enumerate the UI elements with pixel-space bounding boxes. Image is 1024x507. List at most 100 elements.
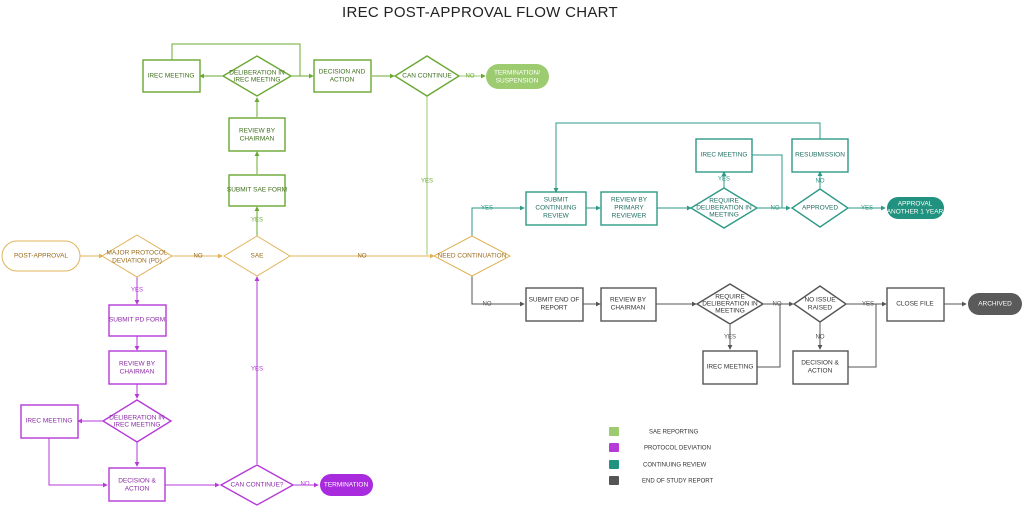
node-irec-meeting-eos[interactable]: IREC MEETING: [702, 350, 758, 385]
node-submit-sae-label: SUBMIT SAE FORM: [227, 187, 287, 194]
node-termination-pd-label: TERMINATION: [324, 482, 369, 489]
node-resubmission[interactable]: RESUBMISSION: [791, 138, 849, 173]
node-irec-meeting-eos-label: IREC MEETING: [707, 364, 754, 371]
node-submit-eos[interactable]: SUBMIT END OF REPORT: [525, 287, 584, 322]
node-decision-sae-line2: ACTION: [330, 77, 355, 84]
node-deliberation-sae-line1: DELIBERATION IN: [229, 70, 285, 77]
node-require-delib-eos-line3: MEETING: [715, 308, 745, 315]
node-major-pd[interactable]: MAJOR PROTOCOL DEVIATION (PD): [101, 234, 173, 278]
label-no-pd-sae: NO: [194, 254, 203, 260]
edge-decisioneos-back: [848, 304, 877, 368]
legend-swatch-sae: [609, 427, 619, 436]
node-termination-suspension-line2: SUSPENSION: [496, 78, 539, 85]
node-approval-year[interactable]: APPROVAL ANOTHER 1 YEAR: [887, 197, 944, 219]
label-yes-sae: YES: [251, 218, 263, 224]
node-decision-eos[interactable]: DECISION & ACTION: [792, 350, 849, 385]
edge-need-to-submiteos: [471, 276, 525, 307]
node-require-delib-cr-line3: MEETING: [709, 212, 739, 219]
connectors: [48, 43, 967, 488]
node-require-delib-cr-line1: REQUIRE: [709, 198, 739, 205]
node-deliberation-sae[interactable]: DELIBERATION IN IREC MEETING: [221, 55, 293, 97]
label-no-cancontinue: NO: [466, 74, 475, 80]
node-deliberation-pd[interactable]: DELIBERATION IN IREC MEETING: [101, 399, 173, 443]
node-irec-meeting-pd[interactable]: IREC MEETING: [20, 404, 79, 439]
node-review-chairman-pd[interactable]: REVIEW BY CHAIRMAN: [108, 350, 167, 385]
node-approval-year-line1: APPROVAL: [898, 201, 933, 208]
node-need-continuation[interactable]: NEED CONTINUATION: [432, 235, 512, 277]
node-decision-pd-line2: ACTION: [125, 486, 150, 493]
node-submit-cr[interactable]: SUBMIT CONTINUING REVIEW: [525, 191, 587, 226]
legend-item-pd: PROTOCOL DEVIATION: [609, 443, 711, 452]
node-review-chairman-pd-line1: REVIEW BY: [119, 361, 156, 368]
label-no-approved: NO: [816, 179, 825, 185]
node-post-approval-label: POST-APPROVAL: [14, 253, 68, 260]
label-yes-cancontinuepd: YES: [251, 367, 263, 373]
node-decision-sae[interactable]: DECISION AND ACTION: [313, 59, 372, 93]
edge-ireceos-back: [757, 304, 781, 368]
edge-labels: NO NO YES NO YES YES YES NO YES YES NO N…: [131, 74, 874, 488]
label-no-sae-need: NO: [358, 254, 367, 260]
node-can-continue-sae[interactable]: CAN CONTINUE: [393, 55, 461, 97]
node-decision-eos-line2: ACTION: [808, 368, 833, 375]
label-no-require-cr: NO: [771, 206, 780, 212]
label-yes-require-cr: YES: [718, 177, 730, 183]
node-termination-pd[interactable]: TERMINATION: [320, 474, 373, 496]
node-review-chairman-sae-line1: REVIEW BY: [239, 128, 276, 135]
node-termination-suspension-line1: TERMINATION/: [494, 70, 540, 77]
node-no-issue[interactable]: NO ISSUE RAISED: [792, 285, 848, 323]
node-submit-cr-line3: REVIEW: [543, 213, 570, 220]
node-termination-suspension[interactable]: TERMINATION/ SUSPENSION: [486, 64, 549, 89]
node-require-delib-eos[interactable]: REQUIRE DELIBERATION IN MEETING: [695, 283, 765, 325]
label-yes-approved: YES: [861, 206, 873, 212]
legend-item-cr: CONTINUING REVIEW: [609, 460, 707, 469]
node-post-approval[interactable]: POST-APPROVAL: [1, 240, 81, 272]
node-deliberation-pd-line1: DELIBERATION IN: [109, 415, 165, 422]
node-require-delib-eos-line1: REQUIRE: [715, 294, 745, 301]
node-submit-sae[interactable]: SUBMIT SAE FORM: [227, 174, 287, 207]
node-review-chairman-eos[interactable]: REVIEW BY CHAIRMAN: [600, 287, 657, 322]
node-submit-cr-line1: SUBMIT: [544, 197, 569, 204]
legend-swatch-cr: [609, 460, 619, 469]
legend-label-eos: END OF STUDY REPORT: [642, 479, 713, 485]
node-review-primary-line2: PRIMARY: [614, 205, 644, 212]
node-submit-eos-line2: REPORT: [541, 305, 568, 312]
node-no-issue-line1: NO ISSUE: [804, 297, 836, 304]
node-major-pd-line2: DEVIATION (PD): [112, 258, 162, 265]
node-can-continue-pd[interactable]: CAN CONTINUE?: [219, 464, 295, 506]
edge-need-to-submitcr: [471, 205, 525, 237]
legend-item-sae: SAE REPORTING: [609, 427, 699, 436]
legend-label-sae: SAE REPORTING: [649, 430, 699, 436]
node-submit-pd[interactable]: SUBMIT PD FORM: [108, 304, 167, 337]
edge-irec-loop: [171, 43, 301, 76]
node-irec-meeting-sae[interactable]: IREC MEETING: [142, 59, 201, 93]
node-close-file[interactable]: CLOSE FILE: [886, 287, 945, 322]
node-require-delib-eos-line2: DELIBERATION IN: [702, 301, 758, 308]
legend: SAE REPORTING PROTOCOL DEVIATION CONTINU…: [609, 427, 713, 485]
label-yes-noissue: YES: [862, 302, 874, 308]
label-no-noissue: NO: [816, 335, 825, 341]
node-sae-label: SAE: [250, 253, 264, 260]
node-deliberation-sae-line2: IREC MEETING: [234, 77, 281, 84]
label-no-need: NO: [483, 302, 492, 308]
node-submit-cr-line2: CONTINUING: [535, 205, 576, 212]
node-review-primary[interactable]: REVIEW BY PRIMARY REVIEWER: [600, 191, 658, 226]
node-approved-label: APPROVED: [802, 205, 838, 212]
node-irec-meeting-cr[interactable]: IREC MEETING: [695, 138, 753, 173]
node-archived[interactable]: ARCHIVED: [968, 293, 1022, 315]
node-require-delib-cr[interactable]: REQUIRE DELIBERATION IN MEETING: [689, 187, 759, 229]
node-review-primary-line3: REVIEWER: [612, 213, 647, 220]
node-decision-eos-line1: DECISION &: [801, 360, 839, 367]
node-review-chairman-sae[interactable]: REVIEW BY CHAIRMAN: [228, 117, 286, 152]
label-yes-require-eos: YES: [724, 335, 736, 341]
legend-swatch-eos: [609, 476, 619, 485]
node-approved[interactable]: APPROVED: [790, 188, 850, 228]
edge-resubmission-loop: [553, 122, 821, 193]
node-need-continuation-label: NEED CONTINUATION: [438, 253, 507, 260]
node-review-chairman-sae-line2: CHAIRMAN: [240, 136, 275, 143]
node-deliberation-pd-line2: IREC MEETING: [114, 422, 161, 429]
node-decision-pd[interactable]: DECISION & ACTION: [108, 467, 166, 502]
node-submit-pd-label: SUBMIT PD FORM: [109, 317, 165, 324]
node-archived-label: ARCHIVED: [978, 301, 1012, 308]
label-yes-cancontinue: YES: [421, 179, 433, 185]
node-sae[interactable]: SAE: [223, 235, 291, 277]
